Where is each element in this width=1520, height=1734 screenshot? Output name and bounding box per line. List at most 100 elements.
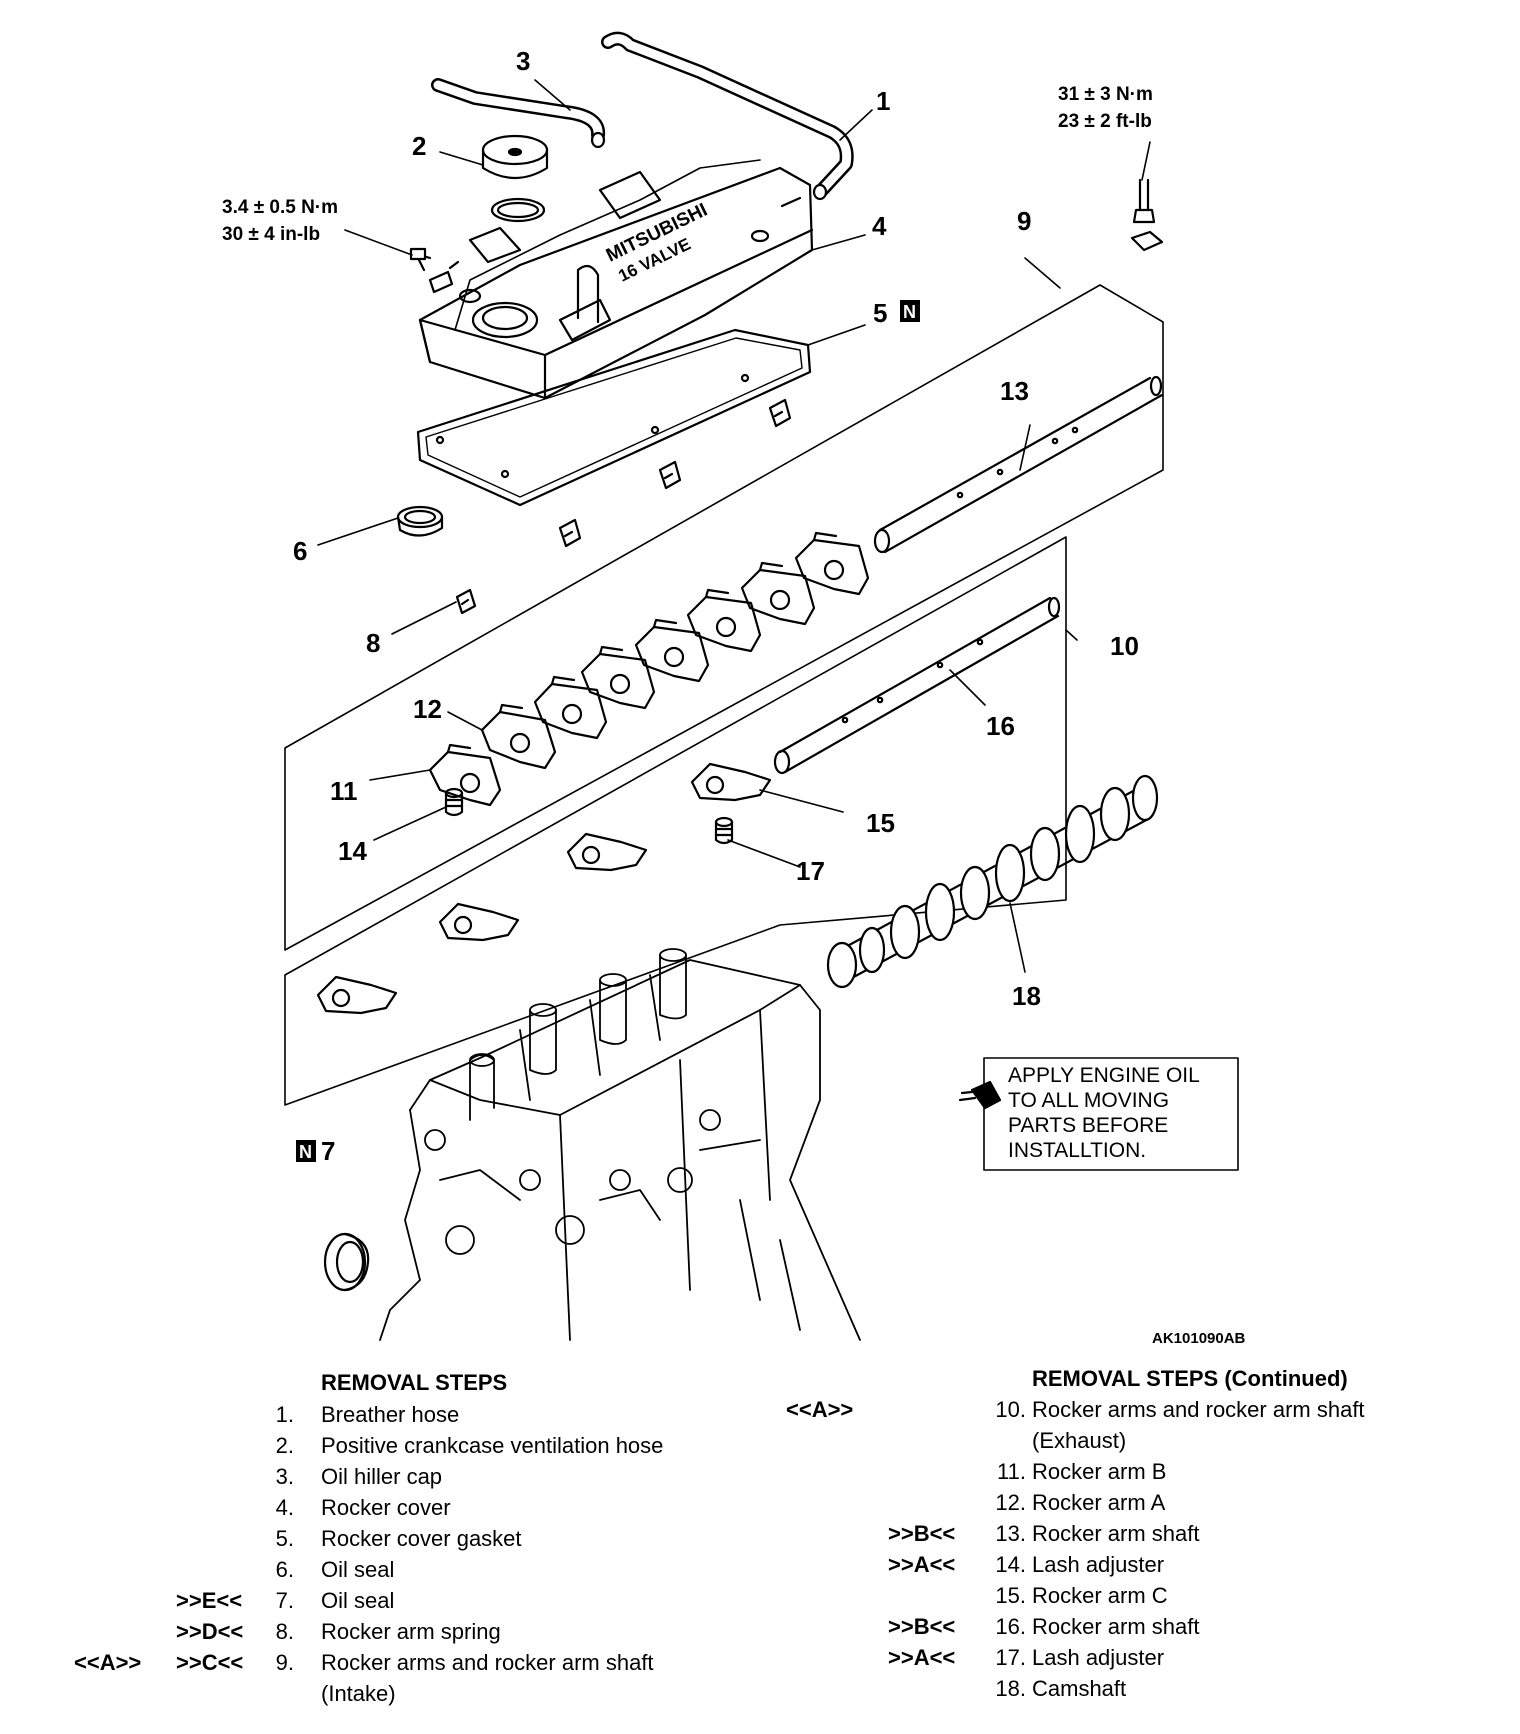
step-text: Rocker arm A — [1032, 1490, 1166, 1515]
step-row: 4. Rocker cover — [0, 1495, 760, 1525]
step-text: Lash adjuster — [1032, 1645, 1165, 1670]
step-mark-2: >>B<< — [888, 1614, 956, 1639]
step-text: Rocker arm spring — [321, 1619, 501, 1644]
step-number: 4. — [275, 1495, 294, 1520]
oil-note-line4: INSTALLTION. — [1008, 1139, 1146, 1162]
step-number: 15. — [995, 1583, 1026, 1608]
step-row: 11.Rocker arm B — [760, 1459, 1520, 1489]
rocker-arms-c — [316, 762, 772, 1015]
callout-3: 3 — [516, 46, 530, 76]
torque-right-line1: 31 ± 3 N·m — [1058, 84, 1153, 105]
step-text-continued: (Exhaust) — [1032, 1428, 1127, 1453]
step-number: 10. — [995, 1397, 1026, 1422]
lash-adjuster-17 — [714, 816, 734, 845]
step-text: Rocker arms and rocker arm shaft — [321, 1650, 654, 1675]
step-text-continued: (Intake) — [321, 1681, 396, 1706]
step-row: >>B<<16.Rocker arm shaft — [760, 1614, 1520, 1644]
step-mark-1: <<A>> — [74, 1650, 142, 1675]
step-text: Rocker cover — [321, 1495, 451, 1520]
callout-6: 6 — [293, 536, 307, 566]
callout-16: 16 — [986, 711, 1015, 741]
group-box-intake — [284, 284, 1164, 951]
callout-4: 4 — [872, 211, 887, 241]
step-mark-2: >>E<< — [176, 1588, 243, 1613]
oil-seal-6 — [396, 505, 444, 537]
step-number: 17. — [995, 1645, 1026, 1670]
step-row: >>B<< 13.Rocker arm shaft — [760, 1521, 1520, 1551]
callout-10: 10 — [1110, 631, 1139, 661]
callout-1: 1 — [876, 86, 890, 116]
step-number: 1. — [275, 1402, 294, 1427]
oil-note-line2: TO ALL MOVING — [1008, 1089, 1169, 1112]
exploded-view-diagram: MITSUBISHI 16 VALVE — [222, 31, 1246, 1347]
step-mark-2: >>C<< — [176, 1650, 244, 1675]
rocker-arm-springs — [455, 398, 792, 615]
figure-id: AK101090AB — [1152, 1330, 1246, 1347]
callout-13: 13 — [1000, 376, 1029, 406]
step-number: 18. — [995, 1676, 1026, 1701]
oil-seal-7 — [323, 1232, 370, 1292]
torque-left-line2: 30 ± 4 in-lb — [222, 224, 320, 245]
step-text: Breather hose — [321, 1402, 460, 1427]
new-part-marker-5: N — [900, 300, 920, 322]
step-row: >>D<<8.Rocker arm spring — [0, 1619, 760, 1649]
step-text: Camshaft — [1032, 1676, 1127, 1701]
torque-right-line2: 23 ± 2 ft-lb — [1058, 111, 1152, 132]
oil-filler-cap — [481, 134, 549, 223]
callout-12: 12 — [413, 694, 442, 724]
step-row: >>E<<7.Oil seal — [0, 1588, 760, 1618]
torque-left-line1: 3.4 ± 0.5 N·m — [222, 197, 338, 218]
step-mark-1: <<A>> — [786, 1397, 854, 1422]
step-number: 16. — [995, 1614, 1026, 1639]
step-row: 6.Oil seal — [0, 1557, 760, 1587]
step-text: Rocker arm B — [1032, 1459, 1167, 1484]
step-number: 13. — [995, 1521, 1026, 1546]
cylinder-head — [379, 948, 861, 1341]
callout-17: 17 — [796, 856, 825, 886]
callout-11: 11 — [330, 776, 358, 806]
step-row: 18.Camshaft — [760, 1676, 1520, 1706]
step-text: Lash adjuster — [1032, 1552, 1165, 1577]
step-mark-2: >>A<< — [888, 1645, 956, 1670]
step-mark-2: >>A<< — [888, 1552, 956, 1577]
callout-18: 18 — [1012, 981, 1041, 1011]
cover-bolt — [409, 247, 432, 272]
step-text: Oil seal — [321, 1557, 395, 1582]
step-row: 15.Rocker arm C — [760, 1583, 1520, 1613]
pcv-hose — [431, 78, 606, 149]
oil-note-line1: APPLY ENGINE OIL — [1008, 1064, 1200, 1087]
oil-can-icon — [958, 1080, 1002, 1110]
lash-adjuster-14 — [444, 787, 464, 817]
callout-9: 9 — [1017, 206, 1031, 236]
step-number: 9. — [275, 1650, 294, 1675]
leader-lines — [317, 79, 1151, 973]
callout-15: 15 — [866, 808, 895, 838]
step-number: 3. — [275, 1464, 294, 1489]
step-row: 2. Positive crankcase ventilation hose — [0, 1433, 760, 1463]
step-number: 12. — [995, 1490, 1026, 1515]
callout-14: 14 — [338, 836, 367, 866]
step-number: 2. — [275, 1433, 294, 1458]
right-bolt — [1130, 178, 1164, 252]
step-row: >>A<< 17.Lash adjuster — [760, 1645, 1520, 1675]
callout-5: 5 — [873, 298, 887, 328]
step-row: 12.Rocker arm A — [760, 1490, 1520, 1520]
removal-steps-title: REMOVAL STEPS — [321, 1370, 508, 1395]
step-row: 3.Oil hiller cap — [0, 1464, 760, 1494]
rocker-arm-shaft-16 — [773, 596, 1061, 775]
step-row: 1. Breather hose — [0, 1402, 760, 1432]
step-mark-2: >>B<< — [888, 1521, 956, 1546]
step-row: >>A<<14.Lash adjuster — [760, 1552, 1520, 1582]
rocker-arm-shaft-13 — [873, 375, 1164, 554]
step-number: 11. — [997, 1459, 1026, 1484]
breather-hose — [601, 31, 854, 201]
step-number: 8. — [275, 1619, 294, 1644]
step-number: 5. — [275, 1526, 294, 1551]
step-text: Rocker arm shaft — [1032, 1521, 1200, 1546]
callout-7: 7 — [321, 1136, 335, 1166]
step-text: Positive crankcase ventilation hose — [321, 1433, 664, 1458]
rocker-cover-gasket — [416, 328, 812, 507]
rocker-cover: MITSUBISHI 16 VALVE — [418, 159, 814, 400]
step-text: Rocker arms and rocker arm shaft — [1032, 1397, 1365, 1422]
removal-steps-right: REMOVAL STEPS (Continued) <<A>>10.Rocker… — [760, 1366, 1520, 1734]
